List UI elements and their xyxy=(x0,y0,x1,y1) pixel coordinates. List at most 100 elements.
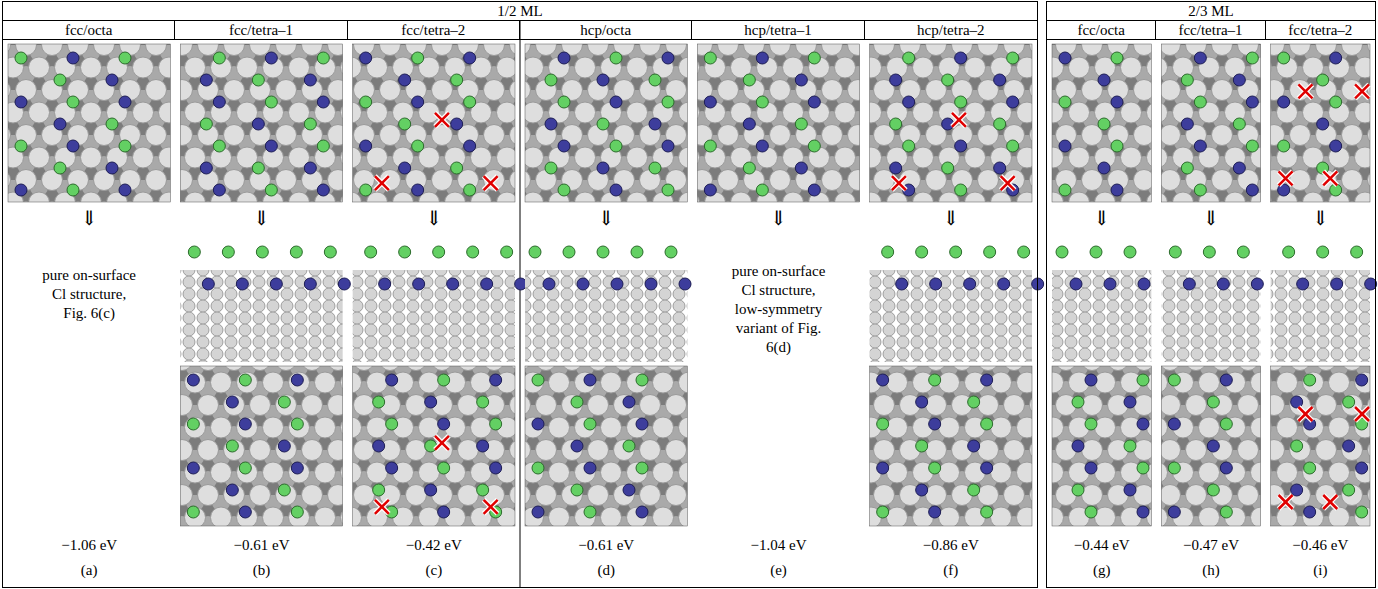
cl-atom-sub xyxy=(964,278,976,290)
cl-atom xyxy=(597,118,609,130)
cl-atom-sub xyxy=(252,118,264,130)
cl-atom xyxy=(1018,246,1030,258)
cl-atom xyxy=(877,506,889,518)
vacancy-mark xyxy=(892,176,906,190)
panel-heading: 1/2 ML xyxy=(3,2,1037,21)
cl-atom xyxy=(291,506,303,518)
cl-atom-sub xyxy=(636,506,648,518)
cl-atom-sub xyxy=(119,96,131,108)
cl-atom xyxy=(795,118,807,130)
table-panel: 2/3 MLfcc/octafcc/tetra–1fcc/tetra–2 xyxy=(1046,1,1376,588)
column-title: hcp/tetra–1 xyxy=(692,21,863,39)
cl-atom-sub xyxy=(968,440,980,452)
cl-atom xyxy=(1169,246,1181,258)
cl-atom-sub xyxy=(743,118,755,130)
cl-atom xyxy=(1330,96,1342,108)
top-view-slab xyxy=(870,44,1032,202)
vacancy-mark xyxy=(484,176,498,190)
cl-atom-sub xyxy=(597,74,609,86)
cl-atom xyxy=(1317,246,1329,258)
cl-atom xyxy=(213,140,225,152)
column-header: fcc/tetra–1 xyxy=(1156,21,1265,40)
vacancy-mark xyxy=(1298,84,1312,98)
vacancy-mark xyxy=(1323,495,1337,509)
arrow-symbol: ⇓ xyxy=(867,206,1035,230)
cl-atom xyxy=(1090,246,1102,258)
cl-atom xyxy=(558,96,570,108)
cl-atom xyxy=(903,52,915,64)
cl-atom xyxy=(1304,462,1316,474)
vacancy-mark xyxy=(1001,176,1015,190)
cl-atom-sub xyxy=(1181,118,1193,130)
vacancy-mark xyxy=(375,176,389,190)
vacancy-mark xyxy=(1298,407,1312,421)
cl-atom-sub xyxy=(877,374,889,386)
cl-atom-sub xyxy=(1194,140,1206,152)
cl-atom-sub xyxy=(1304,506,1316,518)
cl-atom xyxy=(464,96,476,108)
vacancy-mark xyxy=(1323,171,1337,185)
cl-atom-sub xyxy=(379,278,391,290)
vacancy-mark xyxy=(375,500,389,514)
cl-atom-sub xyxy=(1111,184,1123,196)
cl-atom-sub xyxy=(1356,374,1368,386)
cl-atom-sub xyxy=(451,118,463,130)
cl-atom xyxy=(981,418,993,430)
cl-atom xyxy=(373,396,385,408)
cl-atom xyxy=(119,140,131,152)
cl-atom xyxy=(451,162,463,174)
cl-atom xyxy=(704,52,716,64)
cl-atom-sub xyxy=(1124,396,1136,408)
top-view-slab xyxy=(870,366,1032,526)
column-header: hcp/tetra–1 xyxy=(692,21,864,40)
cl-atom-sub xyxy=(477,440,489,452)
cl-atom xyxy=(756,96,768,108)
vacancy-mark xyxy=(435,113,449,127)
cl-atom-sub xyxy=(558,52,570,64)
cl-atom-sub xyxy=(1233,162,1245,174)
cl-atom-sub xyxy=(1217,278,1229,290)
cl-atom-sub xyxy=(532,506,544,518)
cl-atom xyxy=(187,418,199,430)
cl-atom-sub xyxy=(1168,506,1180,518)
cl-atom-sub xyxy=(890,74,902,86)
cl-atom-sub xyxy=(15,184,27,196)
cl-atom xyxy=(1246,52,1258,64)
cl-atom-sub xyxy=(903,96,915,108)
cl-atom-sub xyxy=(399,74,411,86)
column-title: hcp/tetra–2 xyxy=(865,21,1037,39)
cl-atom xyxy=(1124,440,1136,452)
cl-atom-sub xyxy=(1085,374,1097,386)
cl-atom xyxy=(1194,96,1206,108)
cl-atom xyxy=(610,52,622,64)
cl-atom xyxy=(808,140,820,152)
cl-atom xyxy=(290,246,302,258)
cl-atom xyxy=(545,162,557,174)
cl-atom-sub xyxy=(577,278,589,290)
column-header: fcc/tetra–2 xyxy=(1266,21,1375,40)
cl-atom-sub xyxy=(543,278,555,290)
cl-atom xyxy=(529,246,541,258)
cl-atom-sub xyxy=(704,184,716,196)
cl-atom-sub xyxy=(1111,96,1123,108)
vacancy-mark xyxy=(1279,171,1293,185)
vacancy-mark xyxy=(1323,171,1337,185)
cl-atom xyxy=(882,246,894,258)
cl-atom-sub xyxy=(636,418,648,430)
cl-atom xyxy=(1059,96,1071,108)
cl-atom-sub xyxy=(1291,484,1303,496)
vacancy-mark xyxy=(952,113,966,127)
side-view-slab xyxy=(1271,270,1370,362)
column-title: fcc/octa xyxy=(3,21,174,39)
cl-atom xyxy=(571,484,583,496)
cl-atom-sub xyxy=(386,462,398,474)
column-header: hcp/octa xyxy=(520,21,692,40)
cl-atom xyxy=(1246,140,1258,152)
cl-atom-sub xyxy=(15,96,27,108)
vacancy-mark xyxy=(435,436,449,450)
cl-atom-sub xyxy=(270,278,282,290)
cl-atom-sub xyxy=(360,140,372,152)
cl-atom-sub xyxy=(704,96,716,108)
cl-atom-sub xyxy=(1098,74,1110,86)
cl-atom-sub xyxy=(808,96,820,108)
